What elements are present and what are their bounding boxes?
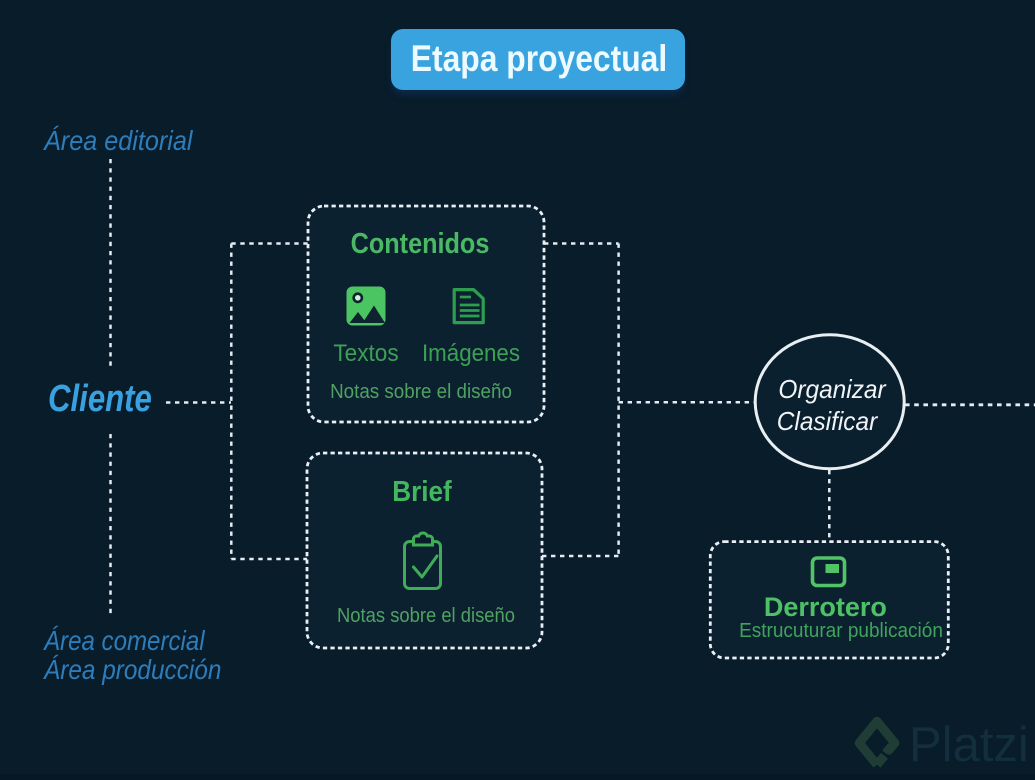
svg-text:Platzi: Platzi xyxy=(909,718,1029,772)
